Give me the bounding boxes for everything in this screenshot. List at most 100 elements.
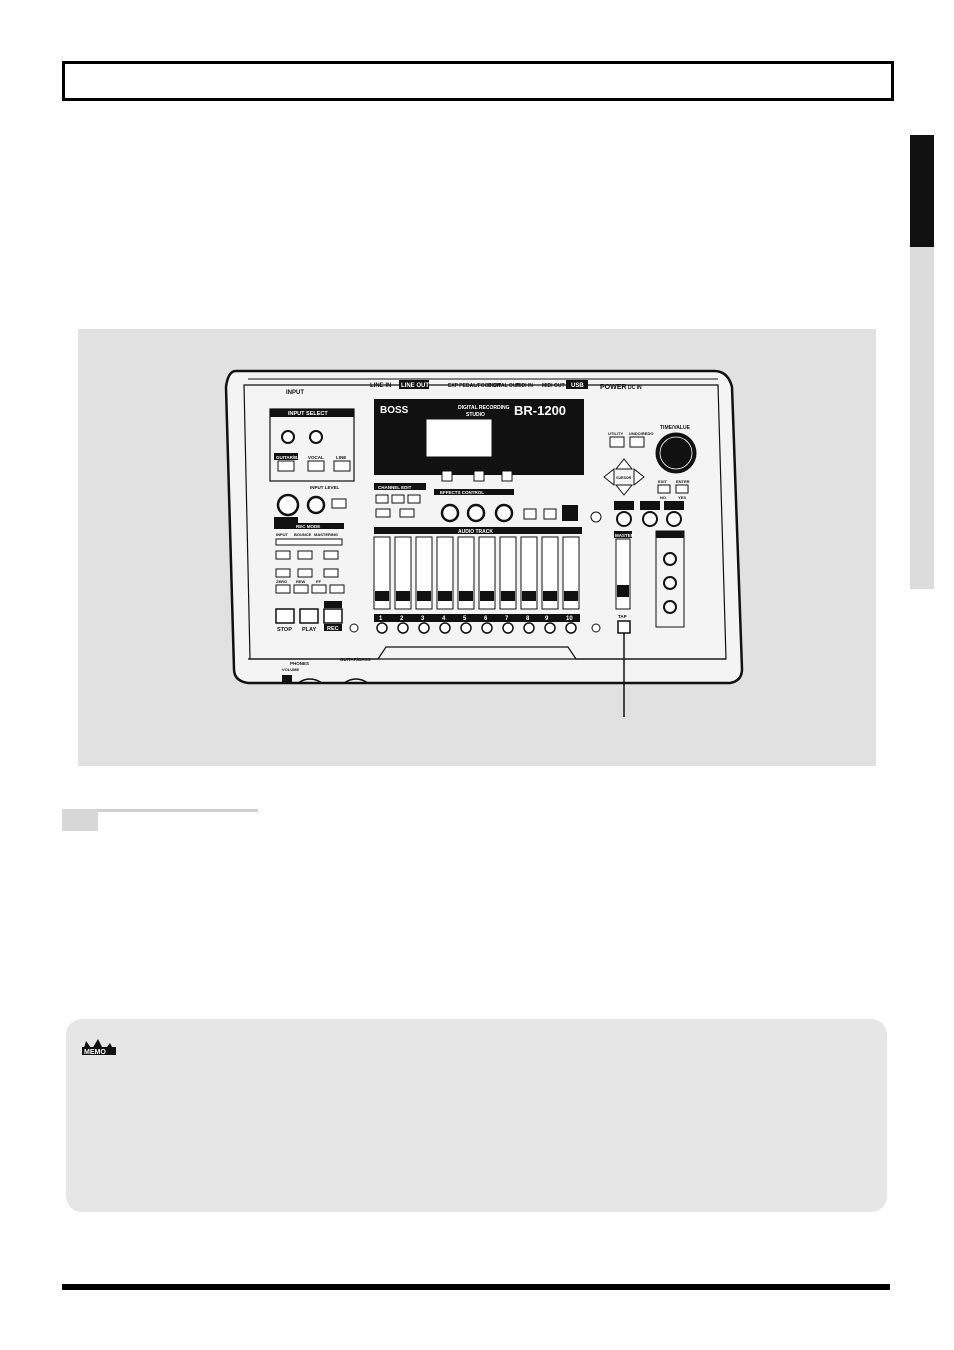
speaker-modeling-button[interactable] [666, 511, 682, 527]
ez-button[interactable] [562, 505, 578, 521]
mark-button[interactable] [323, 550, 339, 560]
stop-button[interactable] [275, 608, 295, 624]
label-stop: STOP [277, 627, 292, 633]
track-button-6[interactable] [481, 622, 493, 634]
label-mastering: MASTERING [314, 532, 338, 537]
track-number-2: 2 [400, 616, 404, 622]
label-power: POWER [600, 384, 626, 391]
clear-button[interactable] [275, 550, 291, 560]
guitar-bass-button[interactable] [277, 460, 295, 472]
rec-mode-selector[interactable] [275, 538, 343, 546]
exit-no-button[interactable] [657, 484, 671, 494]
track-number-strip [374, 614, 580, 622]
master-fader[interactable] [615, 538, 631, 610]
label-tap: TAP [618, 614, 627, 619]
label-input: INPUT [286, 390, 304, 396]
cosm-badge [274, 517, 298, 523]
cursor-left[interactable] [603, 467, 615, 487]
lcd-display [425, 418, 493, 458]
value2-knob[interactable] [466, 503, 486, 523]
track-button-5[interactable] [460, 622, 472, 634]
track-button-2[interactable] [397, 622, 409, 634]
track-button-1[interactable] [376, 622, 388, 634]
cd-button-3[interactable] [663, 600, 677, 614]
marker-button[interactable] [297, 550, 313, 560]
soft-button-1[interactable] [441, 470, 453, 482]
line-button[interactable] [333, 460, 351, 472]
input-knob-2[interactable] [309, 430, 323, 444]
utility-button[interactable] [609, 436, 625, 448]
cd-button-1[interactable] [663, 552, 677, 566]
track-button-7[interactable] [502, 622, 514, 634]
track-number-7: 7 [505, 616, 509, 622]
label-ff: FF [316, 579, 321, 584]
rew-button[interactable] [293, 584, 309, 594]
soft-button-2[interactable] [473, 470, 485, 482]
mastering-tool-button[interactable] [642, 511, 658, 527]
cursor-up[interactable] [614, 458, 634, 470]
undo-redo-button[interactable] [629, 436, 645, 448]
label-yes: YES [678, 495, 686, 500]
comp-button[interactable] [391, 494, 405, 504]
track-number-9: 9 [545, 616, 549, 622]
eq-button[interactable] [407, 494, 421, 504]
left-small-button[interactable] [349, 623, 359, 633]
phones-jack [282, 675, 292, 683]
program-button[interactable] [523, 508, 537, 520]
section-rule [98, 809, 258, 812]
label-exit: EXIT [658, 479, 667, 484]
track-select-button[interactable] [590, 511, 602, 523]
effects-button[interactable] [276, 493, 300, 517]
label-play: PLAY [302, 627, 316, 633]
subtitle-line1: DIGITAL RECORDING [458, 405, 510, 411]
input-knob-1[interactable] [281, 430, 295, 444]
cursor-right[interactable] [633, 467, 645, 487]
label-midi-out: MIDI OUT [542, 383, 565, 389]
usb-badge [566, 380, 588, 389]
vocal-button[interactable] [307, 460, 325, 472]
enter-yes-button[interactable] [675, 484, 689, 494]
play-button[interactable] [299, 608, 319, 624]
track-button-4[interactable] [439, 622, 451, 634]
label-input-select: INPUT SELECT [288, 411, 328, 417]
label-phones: PHONES [290, 661, 309, 666]
on-off-button[interactable] [323, 568, 339, 578]
vocal-tool-button[interactable] [616, 511, 632, 527]
track-button-9[interactable] [544, 622, 556, 634]
chapter-thumb-tab-active [910, 135, 934, 247]
soft-button-3[interactable] [501, 470, 513, 482]
input-level-knob[interactable] [306, 495, 326, 515]
label-channel-edit: CHANNEL EDIT [378, 485, 412, 490]
label-zero: ZERO [276, 579, 287, 584]
track-number-1: 1 [379, 616, 383, 622]
track-button-3[interactable] [418, 622, 430, 634]
out-button[interactable] [297, 568, 313, 578]
chorus-delay-button[interactable] [375, 508, 391, 518]
rec-button[interactable] [323, 608, 343, 624]
cd-button-2[interactable] [663, 576, 677, 590]
track-button-10[interactable] [565, 622, 577, 634]
in-button[interactable] [275, 568, 291, 578]
right-small-button[interactable] [591, 623, 601, 633]
ff-button[interactable] [311, 584, 327, 594]
value3-knob[interactable] [494, 503, 514, 523]
tuner-button[interactable] [331, 498, 347, 509]
label-volume: VOLUME [282, 667, 299, 672]
zero-button[interactable] [275, 584, 291, 594]
pan-button[interactable] [375, 494, 389, 504]
track-number-3: 3 [421, 616, 425, 622]
memo-icon: MEMO [82, 1039, 116, 1056]
label-bounce: BOUNCE [294, 532, 312, 537]
repeat-button[interactable] [329, 584, 345, 594]
label-no: NO [660, 495, 666, 500]
label-input-mode: INPUT [276, 532, 289, 537]
label-usb: USB [571, 383, 584, 389]
track-button-8[interactable] [523, 622, 535, 634]
label-utility: UTILITY [608, 431, 623, 436]
label-audio-track: AUDIO TRACK [458, 529, 493, 535]
edit-button[interactable] [543, 508, 557, 520]
cursor-down[interactable] [614, 484, 634, 496]
value1-pan-knob[interactable] [440, 503, 460, 523]
tap-button[interactable] [617, 620, 631, 634]
reverb-button[interactable] [399, 508, 415, 518]
